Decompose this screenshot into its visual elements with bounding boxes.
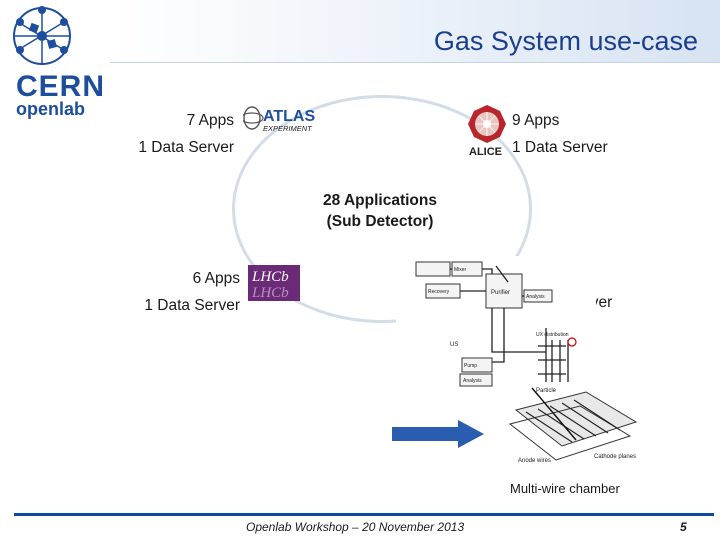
diagram-label: Mixer <box>454 267 467 273</box>
lhcb-logo-text: LHCb <box>251 269 289 285</box>
diagram-box <box>459 373 493 387</box>
diagram-label: US <box>450 342 458 348</box>
diagram-label: UX distribution <box>536 332 569 338</box>
chamber-caption: Multi-wire chamber <box>510 481 620 496</box>
alice-apps: 9 Apps <box>512 112 560 129</box>
lhcb-logo-reflection: LHCb <box>251 285 289 301</box>
diagram-label: Recovery <box>428 289 450 295</box>
atlas-logo-sub: EXPERIMENT <box>263 124 313 133</box>
header-bar <box>110 0 720 62</box>
chamber-label: Cathode planes <box>594 454 636 460</box>
center-line-2: (Sub Detector) <box>326 213 434 230</box>
center-line-1: 28 Applications <box>323 192 437 209</box>
alice-logo-text: ALICE <box>469 146 502 157</box>
atlas-logo: ATLAS EXPERIMENT <box>243 106 315 133</box>
experiments-circle <box>232 95 532 323</box>
chamber-label: Anode wires <box>518 458 551 464</box>
diagram-label: Pump <box>464 363 477 369</box>
logo-word-openlab: openlab <box>16 99 86 119</box>
page-number: 5 <box>680 520 687 534</box>
network-icon <box>13 6 71 65</box>
diagram-label: Analysis <box>526 294 545 300</box>
diagram-label: Analysis <box>463 378 482 384</box>
atlas-server: 1 Data Server <box>138 139 234 156</box>
atlas-logo-text: ATLAS <box>263 108 315 125</box>
lhcb-apps: 6 Apps <box>192 270 240 287</box>
arrow-right-icon <box>392 420 484 448</box>
lhcb-logo: LHCb LHCb <box>248 265 300 301</box>
diagram-label: Purifier <box>491 290 510 296</box>
alice-server: 1 Data Server <box>512 139 608 156</box>
atlas-apps: 7 Apps <box>186 112 234 129</box>
logo-word-cern: CERN <box>16 70 106 103</box>
cern-openlab-logo: CERN openlab <box>4 4 108 119</box>
footer-divider <box>14 513 714 516</box>
header-divider <box>110 62 720 63</box>
alice-logo: ALICE <box>468 105 506 157</box>
chamber-label: Particle <box>536 388 557 394</box>
slide-title: Gas System use-case <box>433 26 698 56</box>
diagram-box <box>415 261 451 277</box>
lhcb-server: 1 Data Server <box>144 297 240 314</box>
total-applications: 28 Applications (Sub Detector) <box>300 190 460 232</box>
multi-wire-chamber-illustration: Particle Anode wires Cathode planes <box>496 382 644 472</box>
valve-icon <box>567 337 577 347</box>
diagram-box <box>461 357 493 373</box>
footer-text: Openlab Workshop – 20 November 2013 <box>246 520 465 534</box>
